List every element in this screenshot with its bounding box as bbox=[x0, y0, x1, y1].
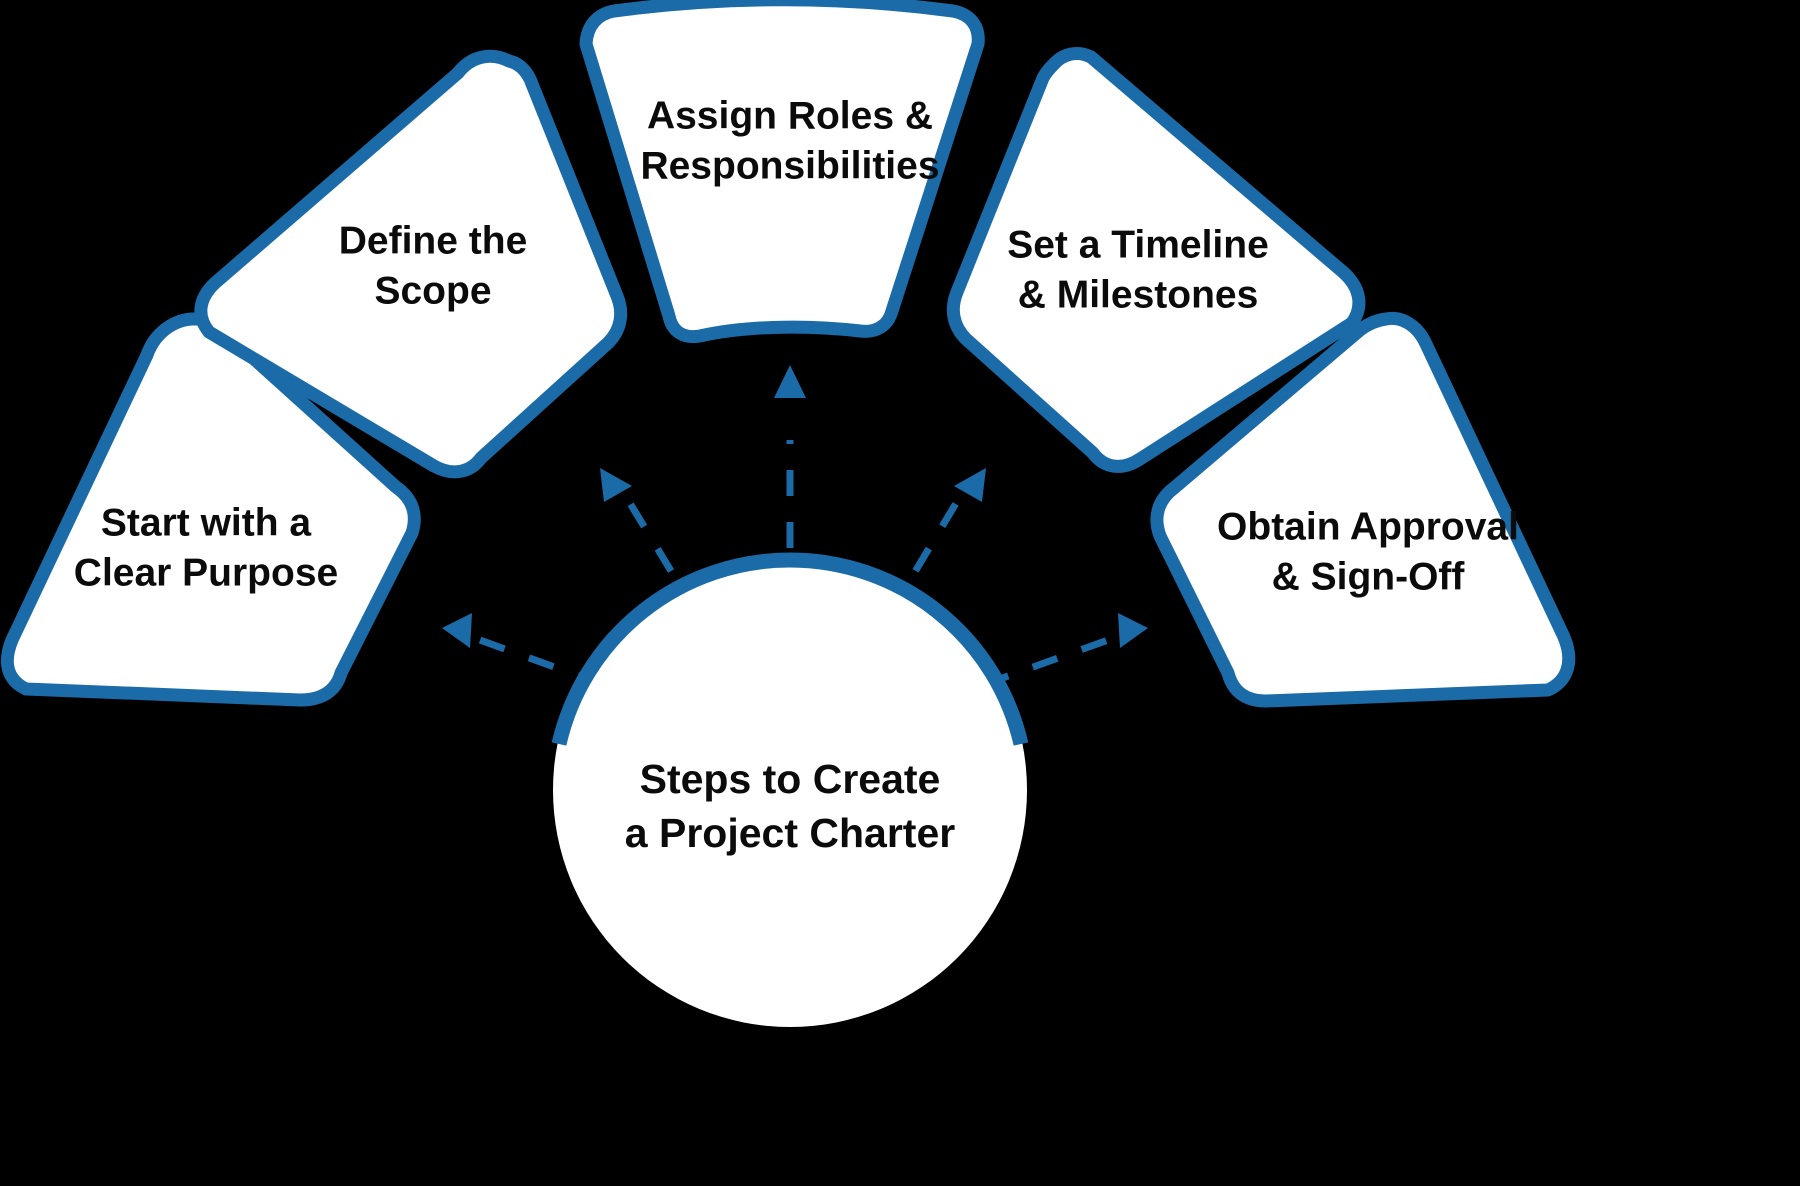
hub-steps-to-create-a-project-charter[interactable]: Steps to Create a Project Charter bbox=[551, 552, 1029, 1027]
arrow-head-3 bbox=[774, 365, 806, 398]
petal-set-a-timeline-and-milestones[interactable]: Set a Timeline & Milestones bbox=[946, 47, 1366, 473]
petal-label-5-line1: Obtain Approval bbox=[1217, 505, 1519, 548]
arrow-head-2 bbox=[600, 468, 632, 502]
hub-label-line1: Steps to Create bbox=[640, 756, 941, 802]
hub-circle-fill[interactable] bbox=[553, 553, 1027, 1027]
connector-to-set-a-timeline-and-milestones bbox=[858, 468, 986, 662]
petal-shape-3[interactable] bbox=[579, 0, 985, 344]
petal-label-4-line2: & Milestones bbox=[1018, 273, 1259, 316]
petal-label-1-line1: Start with a bbox=[101, 501, 312, 544]
petal-obtain-approval-and-sign-off[interactable]: Obtain Approval & Sign-Off bbox=[1150, 311, 1576, 708]
petal-label-2-line2: Scope bbox=[374, 269, 491, 312]
petal-label-4-line1: Set a Timeline bbox=[1007, 223, 1269, 266]
petal-assign-roles-and-responsibilities[interactable]: Assign Roles & Responsibilities bbox=[579, 0, 985, 344]
connector-to-assign-roles-and-responsibilities bbox=[774, 365, 806, 600]
petal-start-with-a-clear-purpose[interactable]: Start with a Clear Purpose bbox=[0, 312, 421, 707]
petal-shape-2[interactable] bbox=[194, 49, 628, 479]
petal-define-the-scope[interactable]: Define the Scope bbox=[194, 49, 628, 479]
hub-arc-stroke bbox=[551, 552, 1029, 746]
arrow-head-4 bbox=[954, 468, 986, 502]
hub-label-line2: a Project Charter bbox=[625, 810, 955, 856]
arrow-head-1 bbox=[442, 613, 472, 648]
petal-shape-4[interactable] bbox=[946, 47, 1366, 473]
petal-label-2-line1: Define the bbox=[339, 219, 528, 262]
arrow-head-5 bbox=[1118, 613, 1148, 648]
petal-label-3-line1: Assign Roles & bbox=[647, 94, 933, 137]
petal-label-1-line2: Clear Purpose bbox=[74, 551, 338, 594]
petal-label-5-line2: & Sign-Off bbox=[1272, 555, 1466, 598]
connector-to-define-the-scope bbox=[600, 468, 728, 662]
petal-label-3-line2: Responsibilities bbox=[640, 144, 939, 187]
petal-shape-5[interactable] bbox=[1150, 311, 1576, 708]
